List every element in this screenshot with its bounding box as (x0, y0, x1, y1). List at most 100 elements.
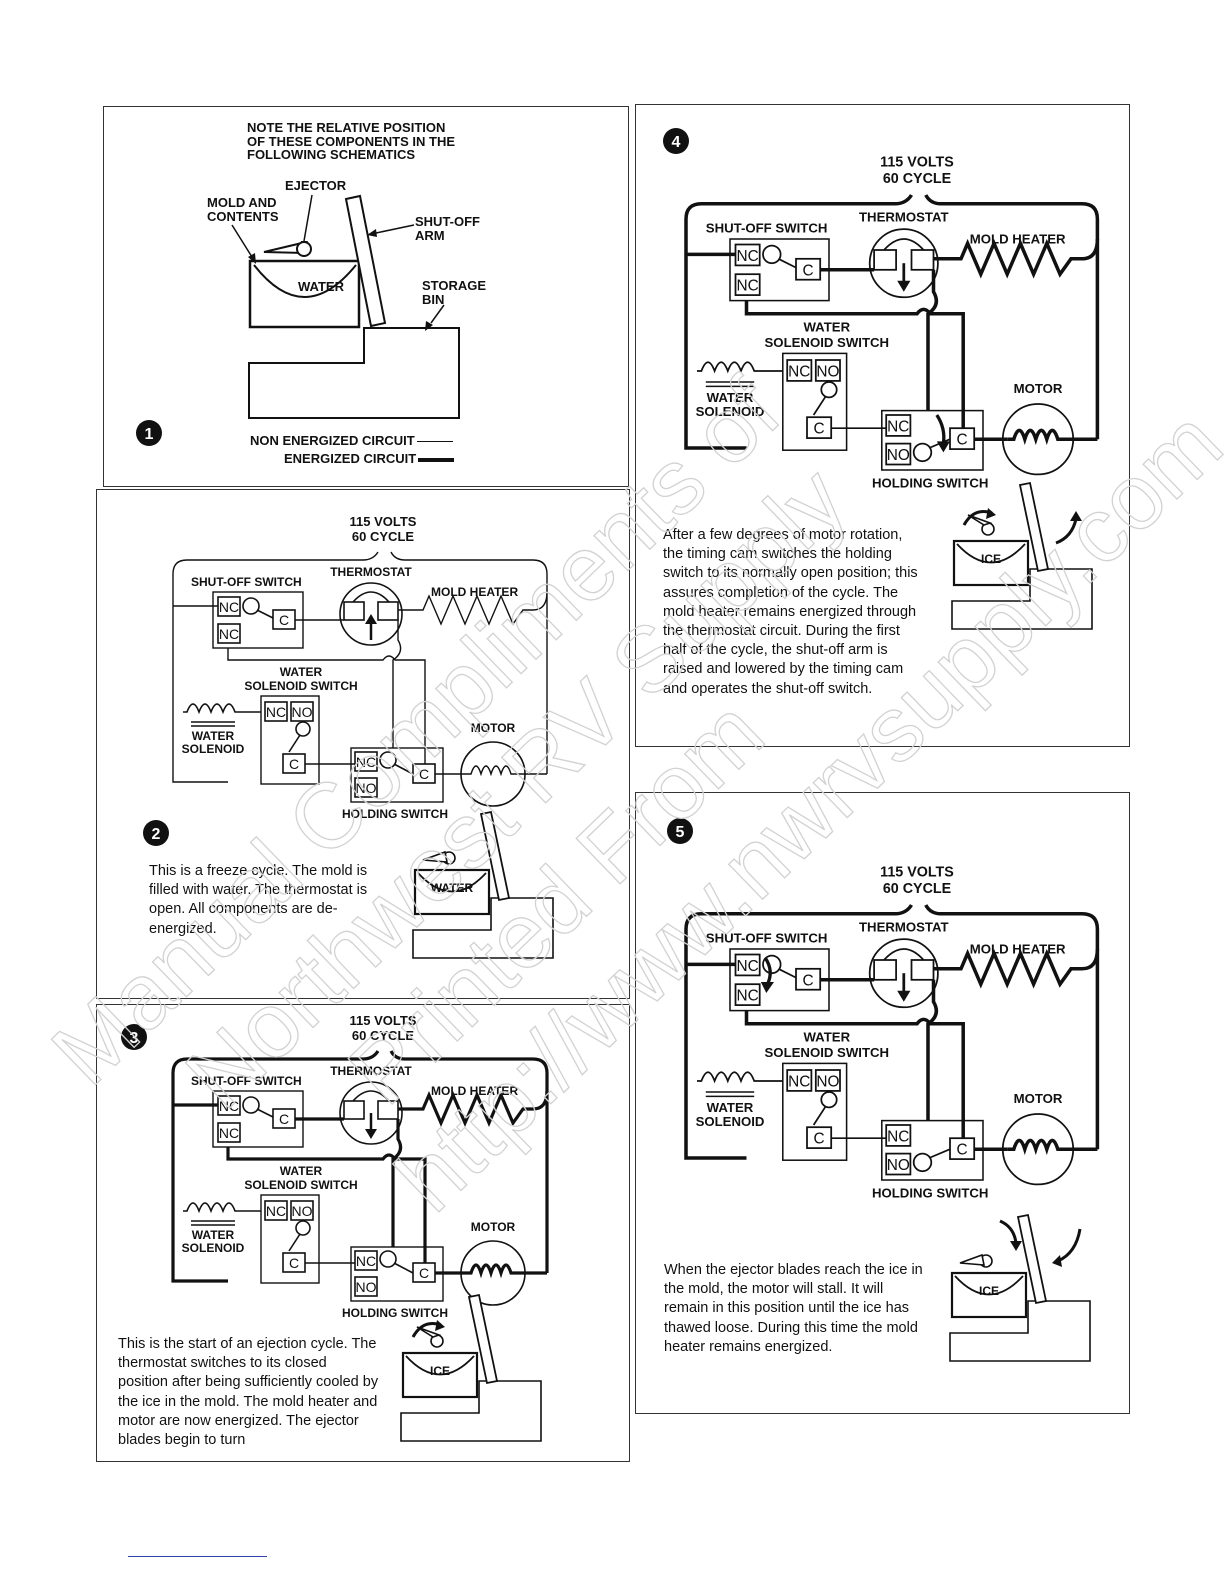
thermostat-label: THERMOSTAT (330, 1064, 412, 1078)
ws-c: C (289, 1255, 299, 1271)
ejector-rotation-arrow-icon-4 (986, 508, 996, 519)
mold-cavity-5 (954, 1275, 1024, 1296)
hold-pivot (912, 442, 933, 463)
hold-blade (393, 1262, 414, 1274)
hold-no-box (885, 442, 912, 466)
ice-tray-4: ICE (951, 481, 1093, 630)
shut-off-pivot (242, 597, 260, 615)
mold-heater-element (398, 591, 548, 626)
shut-off-blade (256, 609, 274, 619)
panel-1: 1 EJECTOR WATER NOTE THE RELATIVE POSITI… (103, 106, 629, 487)
step-1-badge (136, 420, 162, 446)
mold-heater-element (933, 948, 1100, 989)
ws-nc: NC (266, 1203, 286, 1219)
ejector-rotation-arrow-icon-3 (435, 1320, 445, 1331)
ws-no: NO (816, 1074, 839, 1091)
step-4-number: 4 (672, 134, 681, 151)
shut-off-switch-label: SHUT-OFF SWITCH (706, 930, 828, 945)
supply-wire-left (171, 1050, 380, 1283)
water-solenoid-coil (697, 1071, 783, 1084)
ws-blade (288, 1233, 301, 1252)
water-solenoid-label-2: SOLENOID (696, 404, 765, 419)
thermostat-arrow-down-icon (897, 280, 911, 292)
hold-nc-box (885, 414, 912, 437)
volts-label: 115 VOLTS (880, 864, 954, 880)
supply-wire-right (924, 904, 1100, 1150)
ws-nc-box (264, 1200, 288, 1221)
supply-wire-left (684, 193, 913, 450)
motor-label: MOTOR (471, 721, 516, 735)
thermostat-to-hold-wire (227, 648, 426, 764)
water-solenoid-label-1: WATER (707, 390, 754, 405)
shut-off-nc-bottom-box (217, 623, 241, 644)
step-1-number: 1 (145, 426, 154, 443)
cycle-label: 60 CYCLE (352, 529, 414, 544)
arm-down-arrow-5 (1057, 1228, 1082, 1263)
ice-tray-5: ICE (949, 1213, 1091, 1362)
mold-heater-element (398, 1090, 549, 1128)
panel-4-description: After a few degrees of motor rotation, t… (663, 527, 918, 697)
thermostat-contact-left (873, 249, 897, 271)
mold-heater-label: MOLD HEATER (431, 585, 518, 599)
cycle-label: 60 CYCLE (883, 881, 951, 897)
supply-wire-right (924, 194, 1100, 440)
step-3-badge (121, 1024, 147, 1050)
shut-off-nc-top: NC (736, 958, 758, 975)
thermostat-bimetal (883, 238, 925, 251)
supply-wire-right (390, 551, 548, 774)
stall-arrow-5 (999, 1219, 1018, 1244)
legend-non-energized: NON ENERGIZED CIRCUIT (250, 433, 453, 448)
ejector-label: EJECTOR (285, 178, 347, 193)
thick-line-sample (418, 457, 455, 462)
motor-label: MOTOR (471, 1220, 516, 1234)
mold-heater-element (933, 238, 1100, 279)
hold-pivot (379, 1250, 397, 1268)
water-solenoid-coil (183, 1202, 261, 1214)
shut-off-switch-label: SHUT-OFF SWITCH (706, 220, 828, 235)
thermostat-arrow-down-icon (897, 990, 911, 1002)
cycle-label: 60 CYCLE (883, 171, 951, 187)
thermostat-label: THERMOSTAT (330, 565, 412, 579)
thermostat-contact-right (910, 249, 935, 271)
ws-nc-box (786, 359, 813, 382)
ws-no: NO (292, 1203, 313, 1219)
thermostat-to-hold-wire (744, 1010, 965, 1139)
ws-nc: NC (788, 1074, 810, 1091)
storage-bin-5 (949, 1300, 1091, 1362)
ws-nc-box (786, 1069, 813, 1092)
hold-pivot (379, 751, 397, 769)
thermostat-bimetal (352, 1090, 390, 1102)
stall-arrow-icon-5 (1010, 1241, 1022, 1251)
shut-off-nc-bottom: NC (219, 626, 239, 642)
hold-nc: NC (356, 754, 376, 770)
mold-heater-label: MOLD HEATER (970, 941, 1066, 956)
ice-tray-2: WATER (412, 810, 554, 959)
ejector-blade-2 (422, 850, 448, 863)
shut-off-nc-top: NC (736, 248, 758, 265)
tray-label-2: WATER (431, 881, 474, 895)
ws-pivot (820, 1091, 838, 1109)
volts-label: 115 VOLTS (350, 1013, 417, 1028)
panel-5-description: When the ejector blades reach the ice in… (664, 1262, 923, 1355)
hold-cam-arrow (935, 414, 946, 444)
mold-heater-label: MOLD HEATER (431, 1084, 518, 1098)
hold-c: C (957, 432, 968, 449)
thermostat-label: THERMOSTAT (859, 209, 949, 224)
water-solenoid-switch-housing (260, 695, 320, 785)
hold-c: C (419, 766, 429, 782)
step-2-number: 2 (152, 826, 161, 843)
shut-off-arm-4 (1018, 481, 1050, 573)
hold-cam-arrow-icon (936, 441, 950, 453)
thermostat-label: THERMOSTAT (859, 919, 949, 934)
panel-2-description: This is a freeze cycle. The mold is fill… (149, 863, 368, 937)
hold-nc-box (354, 1250, 378, 1271)
hold-nc: NC (356, 1253, 376, 1269)
